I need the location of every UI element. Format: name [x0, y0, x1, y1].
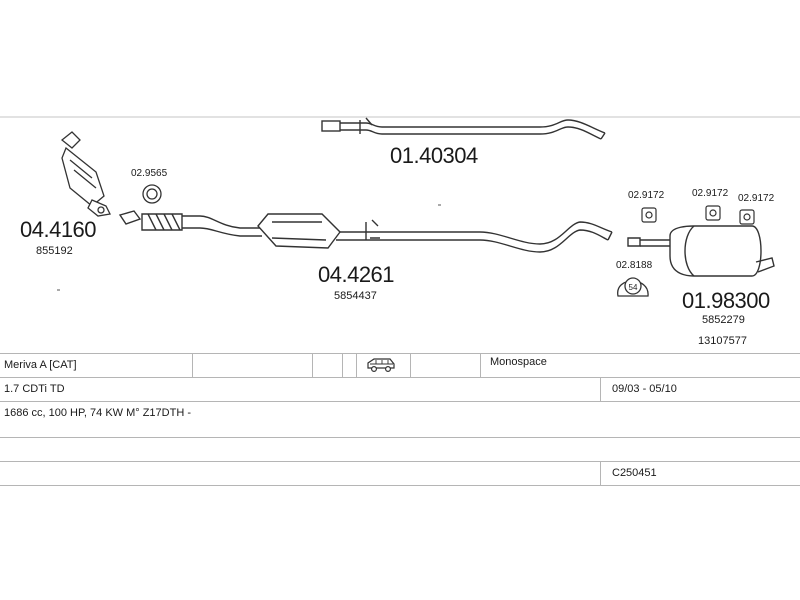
- gasket-part-number: 02.9565: [131, 168, 168, 179]
- rubber-mount-3-part-number: 02.9172: [738, 193, 775, 204]
- gasket-drawing: [142, 184, 162, 204]
- downpipe-drawing: [60, 131, 111, 217]
- table-row: 1.7 CDTi TD 09/03 - 05/10: [0, 377, 800, 402]
- engine-cell: 1.7 CDTi TD: [4, 383, 65, 395]
- rear-silencer-part-number: 01.98300: [682, 288, 770, 313]
- front-pipe-oe-number: 5854437: [334, 290, 377, 302]
- rear-pipe-part-number: 01.40304: [390, 143, 478, 168]
- downpipe-part-number: 04.4160: [20, 217, 97, 242]
- exhaust-system-diagram: 54 04.4160 855192 02.9565 01.40304 04.42…: [0, 116, 800, 347]
- rear-pipe-drawing: [321, 117, 606, 140]
- rubber-mount-1-part-number: 02.9172: [628, 190, 665, 201]
- downpipe-oe-number: 855192: [36, 245, 73, 257]
- svg-text:54: 54: [629, 283, 638, 292]
- years-cell: 09/03 - 05/10: [612, 383, 677, 395]
- rear-silencer-drawing: [627, 225, 775, 277]
- clamp-part-number: 02.8188: [616, 260, 653, 271]
- rubber-mount-2-part-number: 02.9172: [692, 188, 729, 199]
- table-row: C250451: [0, 461, 800, 486]
- front-pipe-part-number: 04.4261: [318, 262, 395, 287]
- rear-silencer-oe-number-1: 5852279: [702, 314, 745, 326]
- table-row: Meriva A [CAT] Monospace: [0, 353, 800, 378]
- code-cell: C250451: [612, 467, 657, 479]
- table-row: [0, 437, 800, 462]
- exhaust-drawing: 54: [0, 116, 800, 297]
- clamp-drawing: 54: [617, 277, 649, 297]
- body-type-cell: Monospace: [490, 356, 547, 368]
- specs-cell: 1686 cc, 100 HP, 74 KW M° Z17DTH -: [4, 407, 191, 419]
- model-cell: Meriva A [CAT]: [4, 359, 77, 371]
- front-pipe-drawing: [118, 210, 613, 253]
- van-icon: [366, 356, 396, 380]
- rubber-mount-drawings: [641, 205, 755, 225]
- table-row: 1686 cc, 100 HP, 74 KW M° Z17DTH -: [0, 401, 800, 426]
- rear-silencer-oe-number-2: 13107577: [698, 335, 747, 347]
